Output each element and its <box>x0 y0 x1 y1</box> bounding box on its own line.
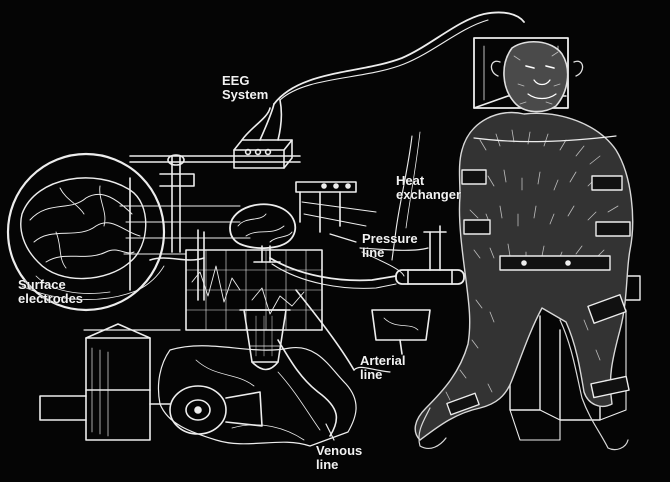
isolated-brain <box>229 203 297 263</box>
recording-grid <box>185 249 323 331</box>
monkey-head <box>490 41 584 113</box>
pump-motor <box>149 385 263 435</box>
monkey <box>414 111 634 451</box>
label-venous-line: Venous line <box>316 443 363 472</box>
eeg-cable <box>273 11 525 105</box>
drape-cloth <box>157 345 357 447</box>
label-surface-electrodes: Surface electrodes <box>18 277 84 306</box>
restraint-straps <box>446 135 631 416</box>
label-pointers <box>83 233 391 441</box>
label-heat-exchanger: Heat exchanger <box>396 173 462 202</box>
label-pressure-line: Pressure line <box>362 231 418 260</box>
electrode-stand <box>129 154 377 301</box>
label-eeg-system: EEG System <box>222 73 269 102</box>
reservoir-beaker <box>239 309 291 371</box>
arterial-tray <box>371 309 431 355</box>
perfusion-lines <box>269 247 429 437</box>
label-arterial-line: Arterial line <box>360 353 406 382</box>
eeg-box <box>233 99 293 169</box>
base-platform <box>39 323 151 441</box>
